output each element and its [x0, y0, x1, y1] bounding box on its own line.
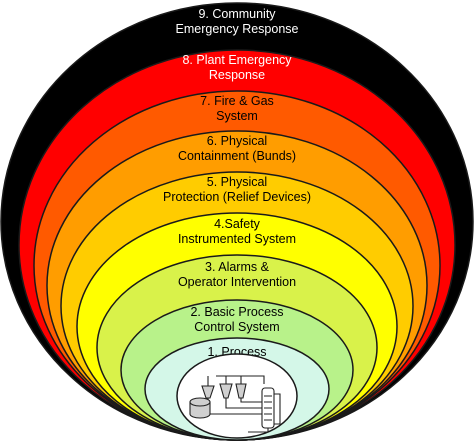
- layer-3-label-line: 3. Alarms &: [205, 260, 270, 274]
- layer-4-label-line: 4.Safety: [214, 217, 261, 231]
- layer-9-label-line: 9. Community: [198, 7, 276, 21]
- process-flow-schematic-icon: [189, 375, 281, 433]
- layer-2-label-line: 2. Basic Process: [190, 305, 283, 319]
- layer-5-label-line: Protection (Relief Devices): [163, 190, 311, 204]
- layer-7-label-line: 7. Fire & Gas: [200, 94, 274, 108]
- layer-8-label-line: Response: [209, 68, 265, 82]
- layer-7-label-line: System: [216, 109, 258, 123]
- layer-6-label-line: 6. Physical: [207, 134, 267, 148]
- layer-6-label-line: Containment (Bunds): [178, 149, 296, 163]
- layer-9-label-line: Emergency Response: [176, 22, 299, 36]
- layer-3-label: 3. Alarms &Operator Intervention: [178, 260, 296, 289]
- layer-5-label-line: 5. Physical: [207, 175, 267, 189]
- layer-4-label-line: Instrumented System: [178, 232, 296, 246]
- layer-2-label-line: Control System: [194, 320, 279, 334]
- layer-8-label-line: 8. Plant Emergency: [182, 53, 292, 67]
- layer-3-label-line: Operator Intervention: [178, 275, 296, 289]
- process-core: [176, 353, 298, 439]
